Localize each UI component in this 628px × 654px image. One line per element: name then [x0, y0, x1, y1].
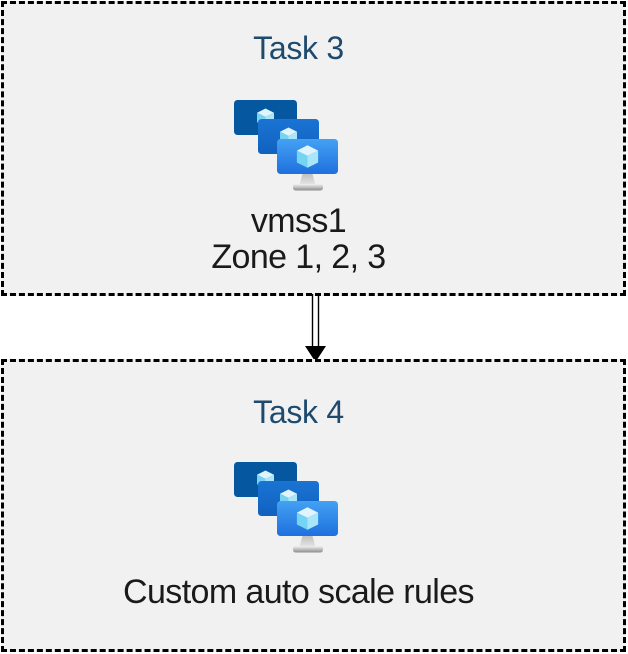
- task3-title: Task 3: [253, 30, 344, 66]
- task4-title: Task 4: [253, 394, 344, 430]
- task4-labels: Custom auto scale rules: [4, 574, 593, 610]
- vm-name-label: vmss1: [250, 202, 347, 240]
- down-arrow: [305, 294, 326, 362]
- vmss-icon: [234, 462, 338, 554]
- task3-box: Task 3 vmss1 Zone 1, 2, 3: [1, 1, 626, 296]
- vmss-icon: [234, 100, 338, 192]
- task4-box: Task 4 Custom auto scale rules: [1, 359, 626, 652]
- autoscale-rules-label: Custom auto scale rules: [123, 573, 475, 611]
- task3-labels: vmss1 Zone 1, 2, 3: [4, 203, 593, 275]
- zones-label: Zone 1, 2, 3: [211, 238, 386, 276]
